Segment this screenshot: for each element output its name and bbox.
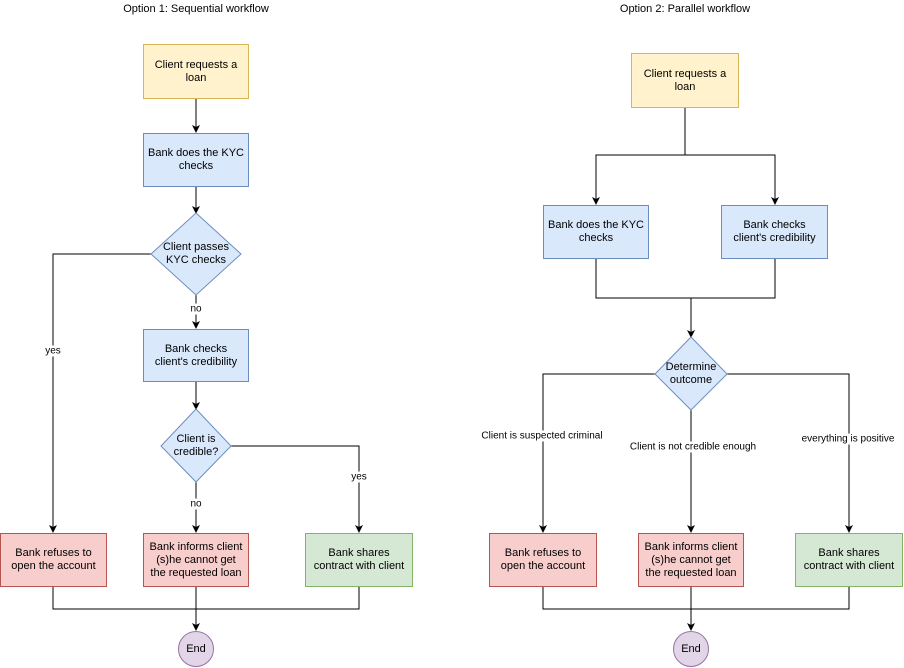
o2-kyc-label: Bank does the KYC checks	[548, 219, 645, 244]
o2-refuse-label: Bank refuses to open the account	[500, 547, 586, 572]
o2-refuse-node: Bank refuses to open the account	[489, 533, 597, 587]
edge-outcomes-merge-2	[542, 587, 850, 610]
o1-credibility-label: Bank checks client's credibility	[154, 342, 238, 368]
o1-edge-label-no-credible: no	[189, 498, 203, 510]
o1-client-request-node: Client requests a loan	[143, 44, 249, 99]
o2-outcome-decision-label: Determine outcome	[665, 361, 717, 386]
o2-credibility-label: Bank checks client's credibility	[733, 219, 816, 244]
o1-edge-label-yes-credible: yes	[350, 471, 368, 483]
edge-request-split	[592, 108, 686, 205]
o1-refuse-node: Bank refuses to open the account	[0, 533, 107, 587]
o1-share-label: Bank shares contract with client	[313, 547, 405, 572]
o1-end-label: End	[186, 642, 206, 655]
o1-credible-decision-label: Client is credible?	[173, 433, 219, 458]
o1-edge-label-no-kyc: no	[189, 303, 203, 315]
o2-end-label: End	[681, 642, 701, 655]
o2-edge-label-not-credible: Client is not credible enough	[628, 441, 758, 453]
o1-refuse-label: Bank refuses to open the account	[11, 547, 96, 572]
o2-end-node: End	[673, 631, 709, 667]
o2-share-label: Bank shares contract with client	[803, 547, 895, 572]
edge-request-split-right	[685, 154, 779, 205]
o2-inform-node: Bank informs client (s)he cannot get the…	[638, 533, 744, 587]
edge-join-to-outcome	[595, 259, 776, 299]
edge-outcomes-merge-1	[52, 587, 360, 610]
o2-inform-label: Bank informs client (s)he cannot get the…	[644, 540, 738, 579]
credible-decision-diamond	[160, 408, 232, 483]
edge-kyc-decision-yes	[49, 253, 151, 533]
edge-outcome-criminal	[539, 373, 655, 533]
o1-client-request-label: Client requests a loan	[154, 58, 238, 84]
o1-kyc-label: Bank does the KYC checks	[148, 147, 245, 172]
o1-kyc-decision-label: Client passes KYC checks	[162, 241, 230, 266]
o2-edge-label-positive: everything is positive	[800, 433, 896, 445]
o1-edge-label-yes-kyc: yes	[44, 345, 62, 357]
edge-outcome-positive	[727, 373, 853, 533]
option2-title: Option 2: Parallel workflow	[619, 3, 751, 15]
option1-title: Option 1: Sequential workflow	[123, 3, 269, 15]
o1-credibility-node: Bank checks client's credibility	[143, 329, 249, 382]
o1-inform-label: Bank informs client (s)he cannot get the…	[149, 540, 243, 579]
o2-kyc-node: Bank does the KYC checks	[543, 205, 649, 259]
o2-credibility-node: Bank checks client's credibility	[721, 205, 828, 259]
o1-share-node: Bank shares contract with client	[305, 533, 413, 587]
kyc-decision-diamond	[150, 212, 242, 296]
outcome-decision-diamond	[654, 336, 728, 411]
edge-credible-yes	[231, 445, 363, 533]
o2-edge-label-criminal: Client is suspected criminal	[480, 430, 604, 442]
o1-end-node: End	[178, 631, 214, 667]
o1-kyc-node: Bank does the KYC checks	[143, 133, 249, 187]
o1-inform-node: Bank informs client (s)he cannot get the…	[143, 533, 249, 587]
o2-client-request-label: Client requests a loan	[643, 67, 727, 93]
o2-share-node: Bank shares contract with client	[795, 533, 903, 587]
o2-client-request-node: Client requests a loan	[631, 53, 739, 108]
